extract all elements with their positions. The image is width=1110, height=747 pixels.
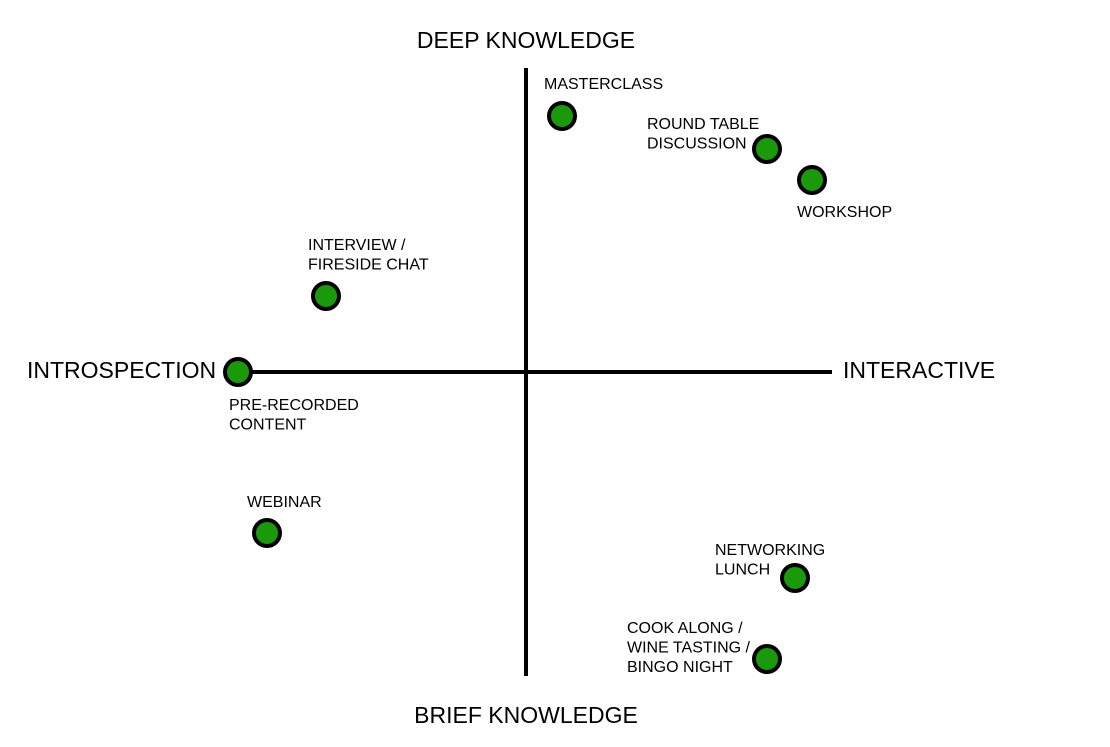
point-marker xyxy=(311,281,341,311)
axis-label-bottom: BRIEF KNOWLEDGE xyxy=(414,702,638,728)
point-interview-fireside-chat: INTERVIEW / FIRESIDE CHAT xyxy=(308,237,429,311)
point-label-line: NETWORKING xyxy=(715,542,825,559)
point-networking-lunch: NETWORKING LUNCH xyxy=(715,542,825,593)
point-label: COOK ALONG / WINE TASTING / BINGO NIGHT xyxy=(627,620,751,676)
point-marker xyxy=(780,563,810,593)
point-label-line: BINGO NIGHT xyxy=(627,659,733,676)
point-label: INTERVIEW / FIRESIDE CHAT xyxy=(308,237,429,274)
point-label-line: PRE-RECORDED xyxy=(229,397,359,414)
point-marker xyxy=(547,101,577,131)
point-label-line: COOK ALONG / xyxy=(627,620,743,637)
point-marker xyxy=(252,518,282,548)
point-label: WEBINAR xyxy=(247,494,322,511)
point-label-line: ROUND TABLE xyxy=(647,116,759,133)
point-label-line: WINE TASTING / xyxy=(627,640,751,657)
point-masterclass: MASTERCLASS xyxy=(544,76,663,131)
point-marker xyxy=(223,357,253,387)
point-cook-along-wine-tasting-bingo-night: COOK ALONG / WINE TASTING / BINGO NIGHT xyxy=(627,620,782,676)
axis-label-right: INTERACTIVE xyxy=(843,357,995,383)
point-webinar: WEBINAR xyxy=(247,494,322,548)
point-label: ROUND TABLE DISCUSSION xyxy=(647,116,759,153)
point-label-line: CONTENT xyxy=(229,417,307,434)
point-label-line: DISCUSSION xyxy=(647,136,747,153)
point-label-line: MASTERCLASS xyxy=(544,76,663,93)
points-layer: MASTERCLASS ROUND TABLE DISCUSSION WORKSHOP… xyxy=(223,76,892,676)
axis-label-left: INTROSPECTION xyxy=(27,357,216,383)
point-label-line: WEBINAR xyxy=(247,494,322,511)
point-marker xyxy=(752,644,782,674)
point-label-line: WORKSHOP xyxy=(797,204,892,221)
point-round-table-discussion: ROUND TABLE DISCUSSION xyxy=(647,116,782,164)
point-workshop: WORKSHOP xyxy=(797,165,892,221)
point-label: MASTERCLASS xyxy=(544,76,663,93)
point-label-line: INTERVIEW / xyxy=(308,237,406,254)
point-label-line: LUNCH xyxy=(715,562,770,579)
point-label-line: FIRESIDE CHAT xyxy=(308,257,429,274)
point-label: WORKSHOP xyxy=(797,204,892,221)
point-label: PRE-RECORDED CONTENT xyxy=(229,397,359,434)
point-label: NETWORKING LUNCH xyxy=(715,542,825,579)
point-pre-recorded-content: PRE-RECORDED CONTENT xyxy=(223,357,359,434)
point-marker xyxy=(752,134,782,164)
axis-label-top: DEEP KNOWLEDGE xyxy=(417,27,635,53)
point-marker xyxy=(797,165,827,195)
